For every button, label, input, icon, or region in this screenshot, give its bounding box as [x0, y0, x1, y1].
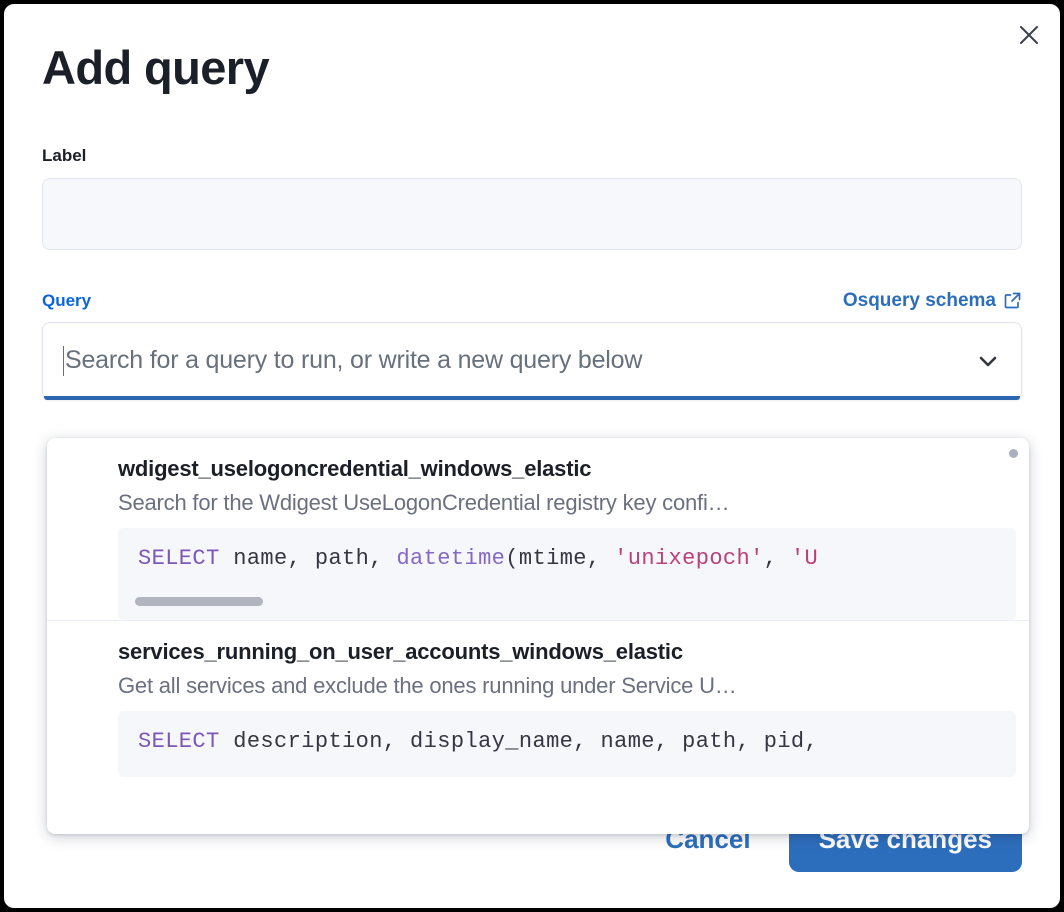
external-link-icon	[1003, 291, 1022, 310]
chevron-down-icon[interactable]	[973, 346, 1003, 376]
query-field-label[interactable]: Query	[42, 290, 92, 310]
query-suggestions-dropdown: wdigest_uselogoncredential_windows_elast…	[47, 438, 1029, 834]
query-option[interactable]: services_running_on_user_accounts_window…	[47, 620, 1029, 777]
query-option-title: wdigest_uselogoncredential_windows_elast…	[118, 456, 592, 481]
query-option[interactable]: wdigest_uselogoncredential_windows_elast…	[47, 438, 1029, 620]
query-option-code-line: SELECT description, display_name, name, …	[138, 729, 819, 754]
page-title: Add query	[42, 41, 270, 94]
query-option-list: wdigest_uselogoncredential_windows_elast…	[47, 438, 1029, 777]
close-button[interactable]	[1010, 16, 1048, 54]
label-field-label: Label	[42, 145, 87, 165]
query-search-combobox[interactable]: Search for a query to run, or write a ne…	[42, 321, 1022, 400]
text-caret	[63, 345, 64, 376]
query-option-description: Get all services and exclude the ones ru…	[118, 673, 737, 698]
query-option-code-block[interactable]: SELECT name, path, datetime(mtime, 'unix…	[118, 528, 1016, 620]
query-header-row: Query Osquery schema	[42, 290, 1022, 312]
query-option-description: Search for the Wdigest UseLogonCredentia…	[118, 490, 730, 515]
close-icon	[1018, 24, 1040, 46]
query-option-code-line: SELECT name, path, datetime(mtime, 'unix…	[138, 546, 819, 571]
code-horizontal-scrollbar[interactable]	[135, 597, 263, 606]
osquery-schema-link-label: Osquery schema	[842, 289, 996, 311]
query-option-code-block[interactable]: SELECT description, display_name, name, …	[118, 711, 1016, 777]
query-option-title: services_running_on_user_accounts_window…	[118, 639, 683, 664]
query-search-placeholder: Search for a query to run, or write a ne…	[65, 346, 643, 375]
osquery-schema-link[interactable]: Osquery schema	[843, 290, 1022, 312]
dropdown-scrollbar[interactable]	[1009, 449, 1018, 458]
label-input[interactable]	[42, 177, 1022, 250]
modal-body: Add query Label Query Osquery schema Sea…	[4, 4, 1060, 400]
